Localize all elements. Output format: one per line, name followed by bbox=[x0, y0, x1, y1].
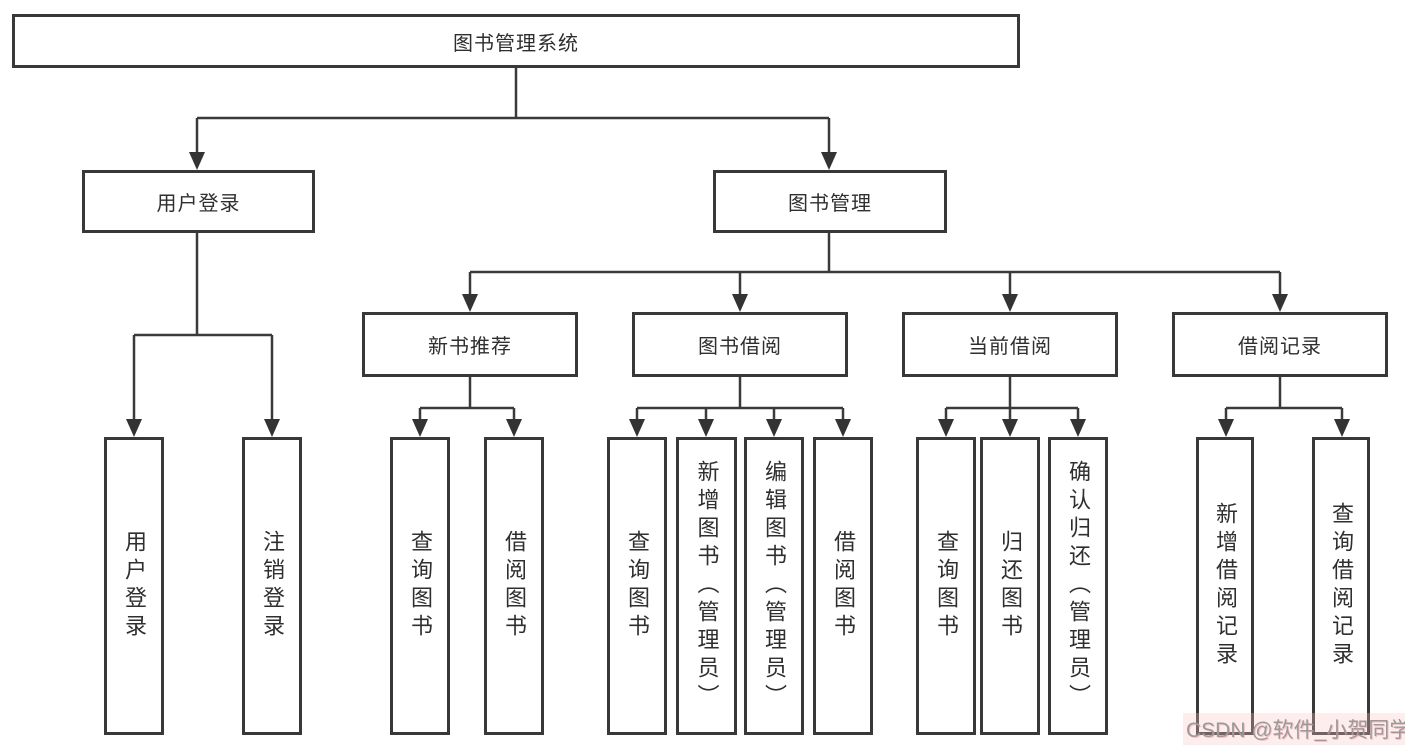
node-user-login: 用户登录 bbox=[82, 170, 315, 233]
leaf-edit-books-admin: 编辑图书（管理员） bbox=[744, 437, 804, 735]
leaf-label: 查询图书 bbox=[408, 530, 433, 642]
leaf-add-borrow-record: 新增借阅记录 bbox=[1196, 437, 1254, 735]
leaf-label: 用户登录 bbox=[122, 530, 147, 642]
leaf-label: 查询图书 bbox=[934, 530, 959, 642]
leaf-label: 查询图书 bbox=[625, 530, 650, 642]
node-label: 图书借阅 bbox=[698, 336, 782, 358]
leaf-borrow-books-recommend: 借阅图书 bbox=[484, 437, 544, 735]
node-label: 用户登录 bbox=[156, 193, 241, 215]
leaf-borrow-books: 借阅图书 bbox=[813, 437, 873, 735]
csdn-watermark: CSDN @软件_小贺同学 bbox=[1183, 713, 1405, 745]
node-system-root: 图书管理系统 bbox=[12, 14, 1020, 68]
leaf-query-borrow-record: 查询借阅记录 bbox=[1312, 437, 1370, 735]
node-label: 图书管理 bbox=[788, 193, 872, 215]
node-label: 图书管理系统 bbox=[453, 32, 579, 55]
node-label: 当前借阅 bbox=[968, 336, 1052, 358]
leaf-query-books: 查询图书 bbox=[607, 437, 667, 735]
leaf-label: 确认归还（管理员） bbox=[1066, 460, 1091, 712]
node-current-borrow: 当前借阅 bbox=[902, 312, 1118, 377]
leaf-confirm-return-admin: 确认归还（管理员） bbox=[1048, 437, 1108, 735]
leaf-add-books-admin: 新增图书（管理员） bbox=[676, 437, 737, 735]
leaf-label: 借阅图书 bbox=[502, 530, 527, 642]
leaf-label: 编辑图书（管理员） bbox=[762, 460, 787, 712]
leaf-label: 注销登录 bbox=[260, 530, 285, 642]
node-borrow-records: 借阅记录 bbox=[1172, 312, 1388, 377]
node-label: 新书推荐 bbox=[428, 336, 512, 358]
leaf-user-login: 用户登录 bbox=[104, 437, 164, 735]
node-label: 借阅记录 bbox=[1238, 336, 1322, 358]
node-book-borrow: 图书借阅 bbox=[632, 312, 848, 377]
leaf-label: 新增借阅记录 bbox=[1213, 502, 1238, 670]
leaf-label: 归还图书 bbox=[998, 530, 1023, 642]
leaf-logout: 注销登录 bbox=[242, 437, 302, 735]
leaf-label: 新增图书（管理员） bbox=[694, 460, 720, 712]
leaf-query-books-recommend: 查询图书 bbox=[390, 437, 450, 735]
leaf-return-books: 归还图书 bbox=[980, 437, 1040, 735]
leaf-query-books-current: 查询图书 bbox=[916, 437, 976, 735]
node-new-book-recommend: 新书推荐 bbox=[362, 312, 578, 377]
node-book-management: 图书管理 bbox=[713, 170, 947, 233]
leaf-label: 借阅图书 bbox=[831, 530, 856, 642]
leaf-label: 查询借阅记录 bbox=[1329, 502, 1354, 670]
